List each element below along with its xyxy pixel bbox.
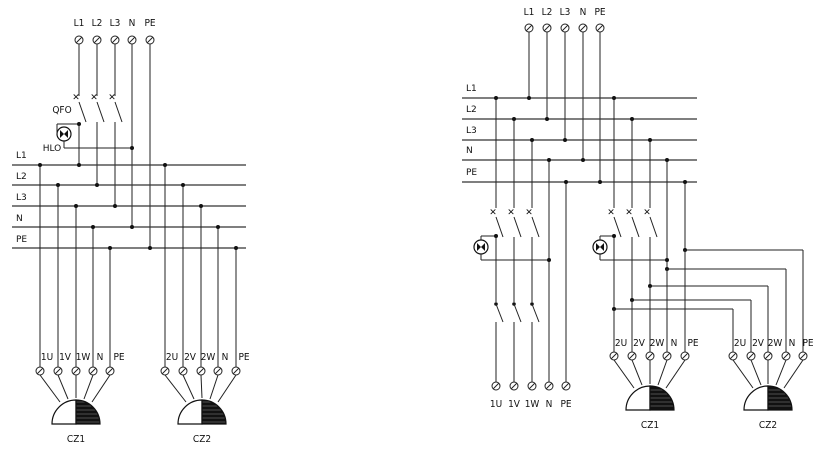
right-bus-label-l1: L1 [466, 84, 477, 94]
left-bus-label-l3: L3 [16, 193, 27, 203]
left-s1-term-label-3: 1W [76, 352, 91, 363]
left-supply-label-l3: L3 [110, 18, 121, 29]
right-output-label-4: N [546, 399, 553, 410]
right-socket1-plug [613, 359, 686, 411]
left-diagram: L1 L2 L3 N PE ✕ ✕ ✕ [12, 18, 250, 445]
right-supply-label-l1: L1 [524, 7, 535, 18]
left-supply-label-l1: L1 [74, 18, 85, 29]
right-output-label-2: 1V [508, 399, 521, 410]
right-bus-label-pe: PE [466, 168, 477, 178]
right-s1-term-label-1: 2U [615, 338, 627, 349]
right-s2-term-label-3: 2W [768, 338, 783, 349]
left-lamp-hlo [56, 122, 134, 150]
right-socket2-label: CZ2 [759, 420, 777, 431]
svg-text:✕: ✕ [525, 208, 533, 218]
left-socket2-wiring [163, 163, 238, 368]
left-bus-label-l1: L1 [16, 151, 27, 161]
svg-text:✕: ✕ [507, 208, 515, 218]
right-output-terminals [491, 381, 571, 391]
left-supply-label-n: N [129, 18, 136, 29]
left-supply-terminals [74, 35, 155, 45]
left-breaker-label: QFO [52, 105, 71, 116]
right-s1-term-label-2: 2V [633, 338, 646, 349]
left-socket1-terminals [35, 366, 115, 376]
left-socket2-terminals [160, 366, 241, 376]
right-branch1-wiring: ✕ ✕ ✕ [473, 96, 568, 382]
right-s2-term-label-4: N [789, 338, 796, 349]
left-s1-term-label-5: PE [113, 352, 124, 363]
right-branch2-wiring: ✕ ✕ ✕ [592, 96, 804, 352]
right-busbars [462, 97, 697, 183]
left-s2-term-label-2: 2V [184, 352, 197, 363]
left-bus-label-l2: L2 [16, 172, 27, 182]
right-supply-label-n: N [580, 7, 587, 18]
left-socket2-label: CZ2 [193, 434, 211, 445]
right-socket2-plug [732, 359, 804, 411]
right-supply-label-l2: L2 [542, 7, 553, 18]
left-socket1-plug [39, 374, 111, 425]
left-breaker-qfo: ✕ ✕ ✕ [72, 93, 123, 206]
svg-text:✕: ✕ [643, 208, 651, 218]
left-socket1-label: CZ1 [67, 434, 85, 445]
left-bus-label-n: N [16, 214, 23, 224]
right-supply-label-pe: PE [594, 7, 605, 18]
svg-text:✕: ✕ [72, 93, 80, 103]
right-socket1-terminals [609, 351, 690, 361]
left-supply-label-l2: L2 [92, 18, 103, 29]
left-socket2-plug [164, 374, 237, 425]
right-bus-label-n: N [466, 146, 473, 156]
left-s2-term-label-5: PE [238, 352, 249, 363]
right-output-label-5: PE [560, 399, 571, 410]
svg-text:✕: ✕ [108, 93, 116, 103]
right-s2-term-label-1: 2U [734, 338, 746, 349]
left-supply-label-pe: PE [144, 18, 155, 29]
right-diagram: L1 L2 L3 N PE L1 L2 L3 N PE [462, 7, 814, 431]
svg-text:✕: ✕ [90, 93, 98, 103]
right-output-label-3: 1W [525, 399, 540, 410]
right-s2-term-label-5: PE [802, 338, 813, 349]
right-s1-term-label-3: 2W [650, 338, 665, 349]
left-bus-label-pe: PE [16, 235, 27, 245]
left-s1-term-label-1: 1U [41, 352, 53, 363]
right-socket2-terminals [728, 351, 808, 361]
left-s1-term-label-4: N [97, 352, 104, 363]
right-bus-label-l2: L2 [466, 105, 477, 115]
right-bus-label-l3: L3 [466, 126, 477, 136]
left-s2-term-label-4: N [222, 352, 229, 363]
svg-text:✕: ✕ [607, 208, 615, 218]
left-s2-term-label-3: 2W [201, 352, 216, 363]
left-s2-term-label-1: 2U [166, 352, 178, 363]
right-supply-label-l3: L3 [560, 7, 571, 18]
svg-text:✕: ✕ [489, 208, 497, 218]
left-s1-term-label-2: 1V [59, 352, 72, 363]
right-supply-terminals [524, 23, 605, 33]
svg-text:✕: ✕ [625, 208, 633, 218]
right-s1-term-label-4: N [671, 338, 678, 349]
right-s1-term-label-5: PE [687, 338, 698, 349]
right-s2-term-label-2: 2V [752, 338, 765, 349]
right-socket1-label: CZ1 [641, 420, 659, 431]
left-busbars [12, 164, 246, 249]
left-socket1-wiring [38, 163, 112, 368]
right-output-label-1: 1U [490, 399, 502, 410]
left-lamp-label: HLO [43, 144, 62, 154]
